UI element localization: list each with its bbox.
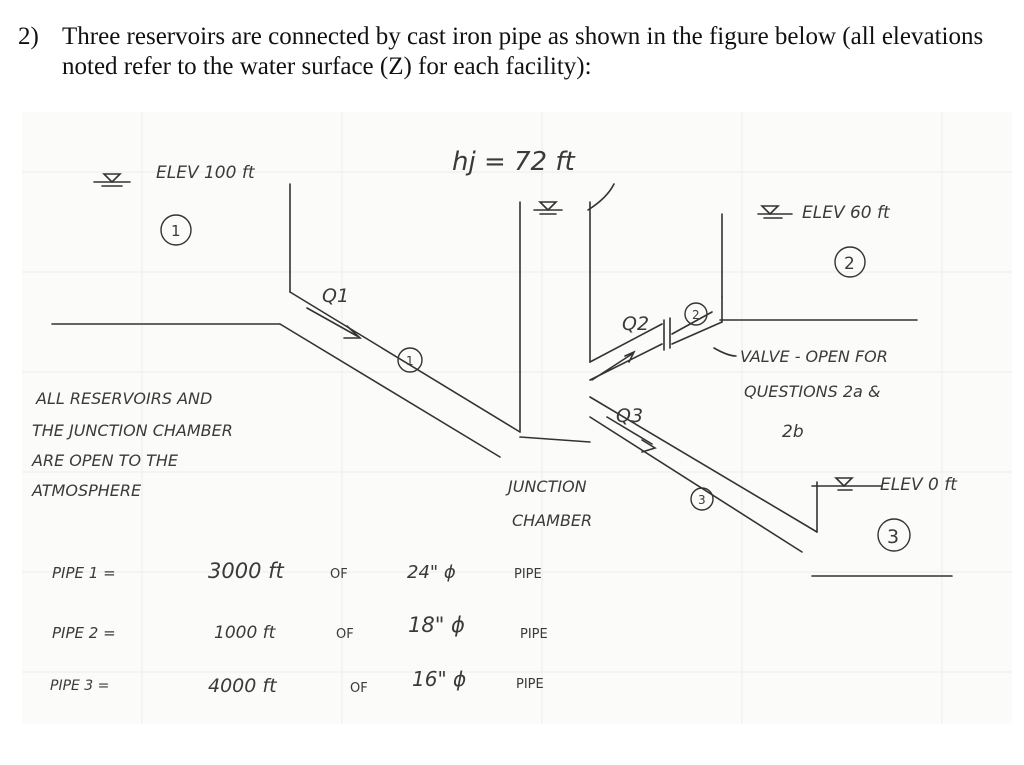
flow-q3-label: Q3: [616, 405, 643, 427]
pipe-spec-1-of: OF: [330, 567, 348, 582]
reservoir-1-marker-circle: [160, 214, 192, 246]
pipe-spec-3-suffix: PIPE: [516, 677, 544, 692]
reservoir-1: [51, 173, 291, 325]
valve-note-line-2: QUESTIONS 2a &: [744, 382, 880, 401]
reservoir-2-marker-circle: [834, 246, 866, 278]
junction-chamber: [519, 183, 615, 443]
pipe-1-number: 1: [406, 354, 414, 368]
junction-label-line-2: CHAMBER: [512, 511, 592, 530]
pipe-spec-1-diameter: 24" ϕ: [407, 562, 456, 583]
pipe-1-marker-circle: [397, 347, 423, 373]
pipe-3: [589, 396, 818, 553]
valve-note-line-3: 2b: [782, 422, 804, 442]
atmosphere-note-line-2: THE JUNCTION CHAMBER: [32, 421, 233, 440]
pipe-2-number: 2: [692, 308, 700, 322]
pipe-1: [279, 291, 521, 458]
pipe-spec-3-diameter: 16" ϕ: [412, 667, 466, 691]
atmosphere-note-line-4: ATMOSPHERE: [31, 481, 142, 500]
pipe-3-marker-circle: [690, 487, 714, 511]
pipe-spec-3-name: PIPE 3 =: [50, 678, 109, 694]
pipe-spec-1-suffix: PIPE: [514, 567, 542, 582]
atmosphere-note-line-3: ARE OPEN TO THE: [31, 451, 179, 470]
pipe-spec-3: PIPE 3 = 4000 ft OF 16" ϕ PIPE: [50, 667, 544, 697]
paper-grid: [22, 112, 1012, 724]
junction-label-line-1: JUNCTION: [505, 477, 587, 496]
problem-text: Three reservoirs are connected by cast i…: [62, 23, 984, 80]
pipe-2: [589, 311, 723, 381]
pipe-spec-1-name: PIPE 1 =: [52, 564, 116, 582]
valve-note-line-1: VALVE - OPEN FOR: [740, 347, 888, 366]
pipe-spec-2: PIPE 2 = 1000 ft OF 18" ϕ PIPE: [52, 613, 548, 643]
pipe-spec-2-suffix: PIPE: [520, 627, 548, 642]
pipe-spec-1-length: 3000 ft: [208, 559, 285, 583]
reservoir-system-diagram: ELEV 100 ft 1 hj = 72 ft ELEV 60 ft 2 EL…: [22, 112, 1012, 724]
flow-q1-label: Q1: [322, 285, 349, 307]
valve-note-pointer: [713, 347, 737, 357]
junction-head-label: hj = 72 ft: [452, 147, 576, 177]
reservoir-2-number: 2: [844, 254, 855, 274]
atmosphere-note-line-1: ALL RESERVOIRS AND: [35, 389, 212, 408]
reservoir-3-number: 3: [887, 526, 899, 548]
pipe-spec-3-length: 4000 ft: [208, 675, 278, 697]
reservoir-2: [719, 205, 918, 323]
reservoir-3: [811, 477, 953, 577]
reservoir-3-marker-circle: [877, 518, 911, 552]
reservoir-2-elevation: ELEV 60 ft: [802, 203, 891, 223]
problem-number: 2): [18, 23, 39, 50]
pipe-spec-1: PIPE 1 = 3000 ft OF 24" ϕ PIPE: [52, 559, 542, 583]
pipe-spec-2-diameter: 18" ϕ: [408, 613, 465, 637]
flow-q2-label: Q2: [622, 313, 649, 335]
pipe-3-number: 3: [698, 493, 706, 507]
pipe-spec-2-length: 1000 ft: [214, 623, 277, 643]
reservoir-1-elevation: ELEV 100 ft: [156, 163, 256, 183]
pipe-2-marker-circle: [684, 302, 708, 326]
hand-sketch-figure: ELEV 100 ft 1 hj = 72 ft ELEV 60 ft 2 EL…: [22, 112, 1012, 724]
pipe-spec-2-of: OF: [336, 627, 354, 642]
pipe-spec-2-name: PIPE 2 =: [52, 624, 116, 642]
pipe-spec-3-of: OF: [350, 681, 368, 696]
reservoir-1-number: 1: [171, 222, 181, 240]
reservoir-3-elevation: ELEV 0 ft: [880, 475, 958, 495]
